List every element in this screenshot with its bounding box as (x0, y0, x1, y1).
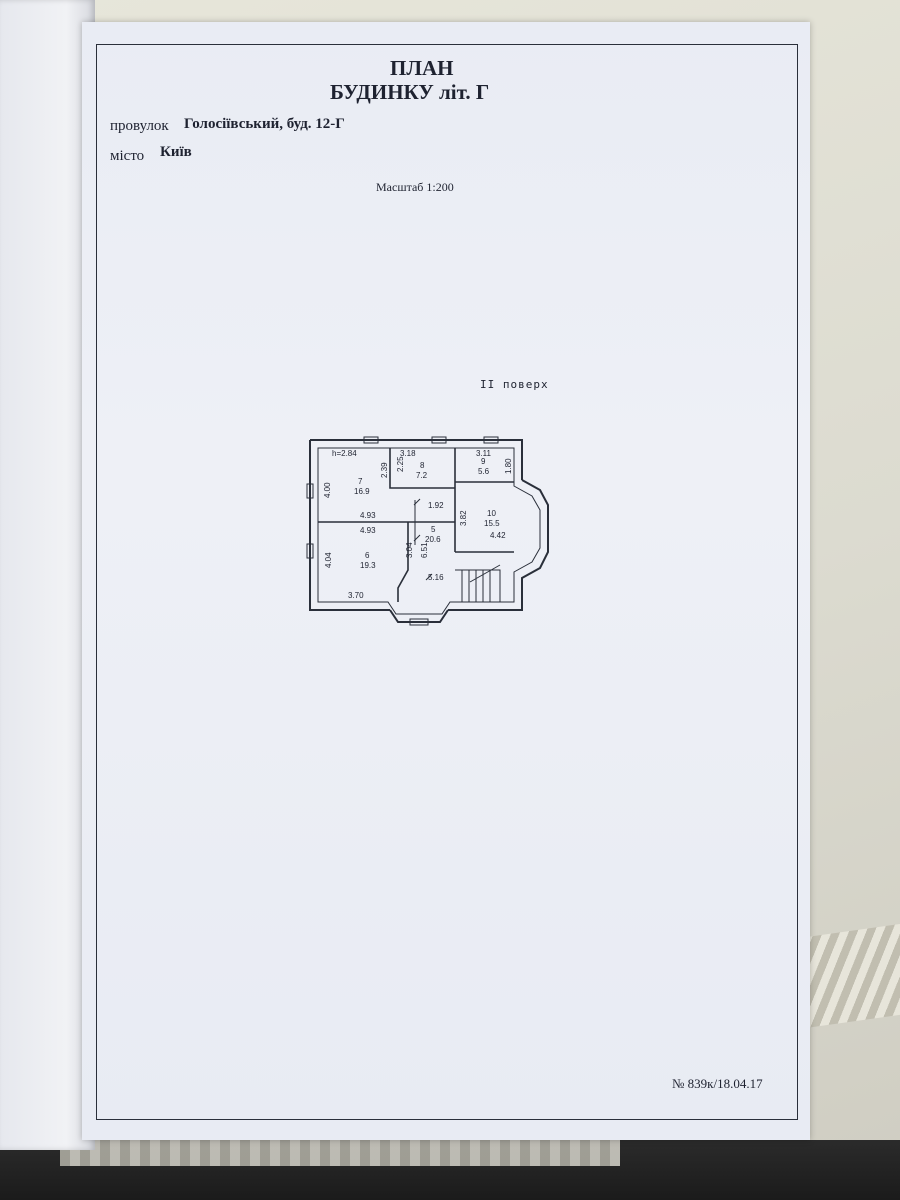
dim-3-70: 3.70 (348, 591, 364, 600)
left-facing-page (0, 0, 95, 1150)
dim-2-39: 2.39 (380, 462, 389, 478)
outer-wall-north (310, 439, 523, 480)
room-9-number: 9 (481, 457, 486, 466)
dim-3-82: 3.82 (459, 510, 468, 526)
dim-3-04: 3.04 (405, 542, 414, 558)
room-9-area: 5.6 (478, 467, 490, 476)
document-number: № 839к/18.04.17 (672, 1076, 763, 1091)
room-8-number: 8 (420, 461, 425, 470)
dim-4-42: 4.42 (490, 531, 506, 540)
floor-label: II поверх (480, 378, 549, 391)
city-value: Київ (160, 144, 192, 160)
street-value: Голосіївський, буд. 12-Г (184, 116, 345, 132)
dim-4-93-bottom: 4.93 (360, 526, 376, 535)
ceiling-height-label: h=2.84 (332, 449, 357, 458)
windows (306, 436, 499, 626)
room-6-number: 6 (365, 551, 370, 560)
document-title: ПЛАН (390, 56, 454, 80)
dim-4-93-top: 4.93 (360, 511, 376, 520)
dim-1-92: 1.92 (428, 501, 444, 510)
room-7-number: 7 (358, 477, 363, 486)
outer-wall-east-bay (448, 479, 549, 611)
room-8-area: 7.2 (416, 471, 428, 480)
dim-1-80: 1.80 (504, 458, 513, 474)
dim-4-00: 4.00 (323, 482, 332, 498)
decorative-molding (60, 1138, 620, 1166)
room-5-area: 20.6 (425, 535, 441, 544)
dim-3-11: 3.11 (476, 449, 492, 458)
document-page: ПЛАН БУДИНКУ літ. Г провулок Голосіївськ… (82, 22, 810, 1140)
inner-wall-outline (317, 447, 541, 615)
dimension-ticks (413, 498, 433, 581)
room-10-number: 10 (487, 509, 496, 518)
room-7-area: 16.9 (354, 487, 370, 496)
room-5-number: 5 (431, 525, 436, 534)
outer-wall-south-bay (389, 609, 449, 623)
scale-label: Масштаб 1:200 (376, 180, 454, 194)
street-label: провулок (110, 118, 169, 134)
room-6-area: 19.3 (360, 561, 376, 570)
dim-3-18: 3.18 (400, 449, 416, 458)
page-border (96, 44, 798, 1120)
outer-wall-west (309, 440, 390, 611)
dim-4-04: 4.04 (324, 552, 333, 568)
dim-5-16: 5.16 (428, 573, 444, 582)
partition-room-8 (389, 448, 455, 489)
city-label: місто (110, 148, 145, 164)
room-10-area: 15.5 (484, 519, 500, 528)
staircase (455, 564, 501, 602)
dim-2-25: 2.25 (396, 456, 405, 472)
dim-6-51: 6.51 (420, 542, 429, 558)
partition-room-6 (397, 522, 409, 602)
document-subtitle: БУДИНКУ літ. Г (330, 80, 490, 104)
